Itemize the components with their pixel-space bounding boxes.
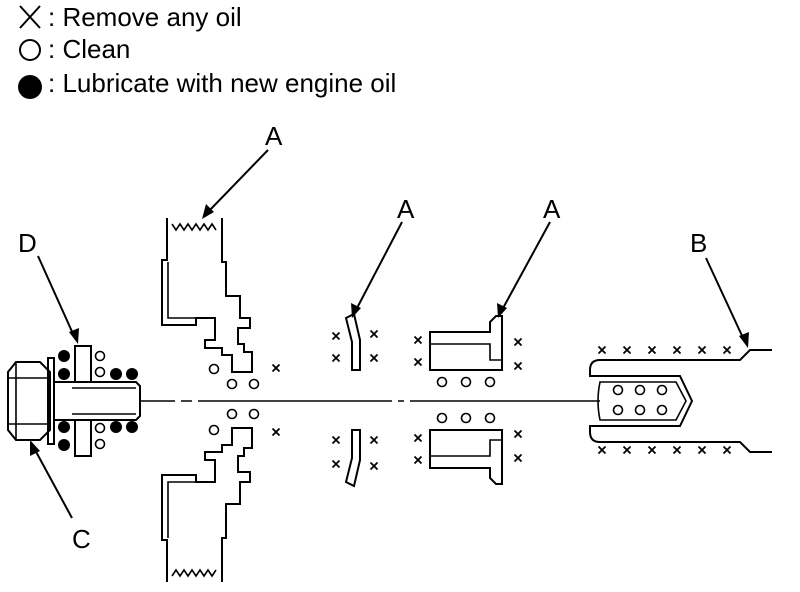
legend-label-lubricate: : Lubricate with new engine oil (48, 68, 396, 98)
drive-pulley (161, 218, 253, 582)
hub-bushing-upper (429, 315, 503, 371)
drive-pulley-lower (161, 427, 253, 582)
callout-leaders (30, 149, 749, 519)
arrowhead-b (739, 332, 749, 348)
bolt-assembly (7, 345, 141, 457)
crankshaft-end (589, 349, 772, 453)
callout-a-spacer: A (397, 194, 415, 224)
bolt-head (7, 361, 51, 441)
spacer-plate (344, 312, 361, 488)
arrowhead-a3 (497, 303, 507, 318)
spacer-plate-upper (344, 312, 361, 371)
arrowhead-a1 (202, 204, 214, 219)
hub-bushing-upper-inner (430, 343, 502, 361)
callout-a-pulley: A (265, 121, 283, 151)
leader-d (37, 255, 75, 337)
leader-a3 (501, 221, 551, 311)
arrowhead-a2 (351, 303, 361, 318)
callout-a-hub: A (543, 194, 561, 224)
hub-bushing-lower-inner (430, 439, 502, 457)
x-mark-icon (19, 5, 41, 29)
washer-d-bottom (74, 419, 92, 457)
arrowhead-d (69, 328, 79, 344)
leader-c (33, 447, 73, 519)
bolt-thread (72, 387, 136, 415)
callout-labels: A A A B C D (18, 121, 707, 554)
clean-markers (94, 350, 668, 450)
legend-item-lubricate: : Lubricate with new engine oil (18, 68, 396, 99)
legend-label-remove-oil: : Remove any oil (48, 2, 242, 32)
leader-a1 (207, 149, 269, 213)
legend: : Remove any oil : Clean : Lubricate wit… (18, 2, 396, 99)
callout-d-washer: D (18, 228, 37, 258)
callout-c-bolt: C (72, 524, 91, 554)
lubricate-markers (58, 350, 138, 451)
leader-a2 (355, 221, 403, 311)
crankshaft-bore (597, 381, 687, 421)
drive-pulley-upper (161, 218, 253, 373)
legend-item-clean: : Clean (19, 34, 130, 64)
hub-bushing (429, 315, 503, 485)
filled-circle-icon (18, 75, 42, 99)
legend-item-remove-oil: : Remove any oil (19, 2, 242, 32)
bolt-shank (53, 381, 141, 421)
drive-pulley-lower-inner (167, 481, 196, 538)
drive-pulley-upper-inner (167, 262, 196, 319)
open-circle-icon (19, 39, 41, 61)
legend-label-clean: : Clean (48, 34, 130, 64)
spacer-plate-lower (344, 429, 361, 488)
drive-pulley-upper-teeth (171, 222, 217, 232)
hub-bushing-lower (429, 429, 503, 485)
arrowhead-c (30, 440, 40, 456)
bolt-head-chamfer (8, 362, 50, 440)
crankshaft-body (589, 349, 772, 453)
drive-pulley-lower-teeth (171, 568, 217, 578)
callout-b-crankshaft: B (690, 228, 707, 258)
leader-b (705, 257, 745, 341)
washer-d-top (74, 345, 92, 383)
